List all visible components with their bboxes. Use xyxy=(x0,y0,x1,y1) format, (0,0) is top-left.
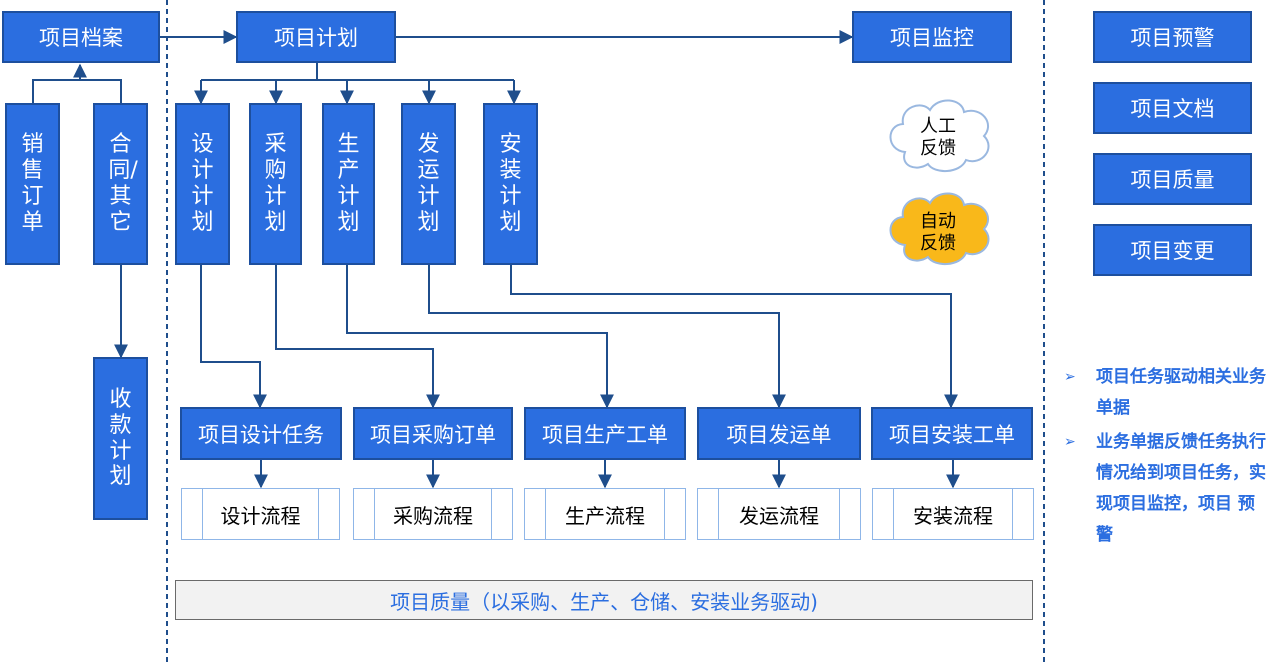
purchase-order-box[interactable]: 项目采购订单 xyxy=(353,407,513,460)
route-shipping xyxy=(428,265,786,409)
sidebar-item-quality[interactable]: 项目质量 xyxy=(1093,153,1252,205)
production-plan-box[interactable]: 生产计划 xyxy=(322,103,375,265)
contract-other-label: 合同/其它 xyxy=(108,132,138,235)
plan-distribution-line xyxy=(201,63,514,81)
purchase-flow-label: 采购流程 xyxy=(393,503,473,528)
sidebar-item-warning[interactable]: 项目预警 xyxy=(1093,11,1252,63)
collection-plan-label: 收款计划 xyxy=(109,386,132,490)
install-plan-label: 安装计划 xyxy=(499,132,522,235)
sidebar-item-change[interactable]: 项目变更 xyxy=(1093,224,1252,276)
install-flow-label: 安装流程 xyxy=(913,503,993,528)
collection-plan-box[interactable]: 收款计划 xyxy=(93,357,148,520)
purchase-flow-box[interactable]: 采购流程 xyxy=(353,488,513,540)
production-order-box[interactable]: 项目生产工单 xyxy=(524,407,686,460)
design-plan-box[interactable]: 设计计划 xyxy=(175,103,230,265)
project-monitor-box[interactable]: 项目监控 xyxy=(852,11,1012,63)
cloud-icon xyxy=(889,99,990,172)
bullet-text: 项目任务驱动相关业务单据 xyxy=(1096,367,1266,418)
project-quality-bar[interactable]: 项目质量（以采购、生产、仓储、安装业务驱动) xyxy=(175,580,1033,620)
purchase-plan-box[interactable]: 采购计划 xyxy=(249,103,302,265)
contract-other-box[interactable]: 合同/其它 xyxy=(93,103,148,265)
cloud-icon xyxy=(889,192,990,265)
design-flow-box[interactable]: 设计流程 xyxy=(181,488,340,540)
route-design xyxy=(200,265,267,409)
shipping-plan-box[interactable]: 发运计划 xyxy=(401,103,456,265)
purchase-plan-label: 采购计划 xyxy=(264,132,287,235)
sales-order-box[interactable]: 销售订单 xyxy=(5,103,60,265)
route-purchase xyxy=(275,265,440,409)
arrow-inputs-to-archive xyxy=(32,79,122,103)
install-plan-box[interactable]: 安装计划 xyxy=(483,103,538,265)
design-plan-label: 设计计划 xyxy=(191,132,214,235)
bullet-item: ➢ 项目任务驱动相关业务单据 xyxy=(1064,362,1269,424)
sales-order-label: 销售订单 xyxy=(21,132,44,235)
production-flow-label: 生产流程 xyxy=(565,503,645,528)
sidebar-item-documents[interactable]: 项目文档 xyxy=(1093,82,1252,134)
route-production xyxy=(346,265,614,409)
project-archive-box[interactable]: 项目档案 xyxy=(2,11,160,63)
production-flow-box[interactable]: 生产流程 xyxy=(524,488,686,540)
arrow-bullet-icon: ➢ xyxy=(1064,434,1076,450)
bullet-list: ➢ 项目任务驱动相关业务单据 ➢ 业务单据反馈任务执行情况给到项目任务，实现项目… xyxy=(1064,362,1269,551)
shipping-order-box[interactable]: 项目发运单 xyxy=(697,407,861,460)
bullet-item: ➢ 业务单据反馈任务执行情况给到项目任务，实现项目监控，项目 预警 xyxy=(1064,427,1269,551)
install-order-box[interactable]: 项目安装工单 xyxy=(871,407,1033,460)
design-task-box[interactable]: 项目设计任务 xyxy=(180,407,342,460)
route-install xyxy=(510,265,958,409)
arrow-bullet-icon: ➢ xyxy=(1064,369,1076,385)
bullet-text: 业务单据反馈任务执行情况给到项目任务，实现项目监控，项目 预警 xyxy=(1096,432,1266,545)
install-flow-box[interactable]: 安装流程 xyxy=(872,488,1034,540)
manual-feedback-label: 人工 反馈 xyxy=(920,116,956,159)
project-plan-box[interactable]: 项目计划 xyxy=(236,11,396,63)
auto-feedback-label: 自动 反馈 xyxy=(920,211,956,254)
shipping-flow-label: 发运流程 xyxy=(739,503,819,528)
shipping-plan-label: 发运计划 xyxy=(417,132,440,235)
design-flow-label: 设计流程 xyxy=(220,503,301,528)
shipping-flow-box[interactable]: 发运流程 xyxy=(697,488,861,540)
production-plan-label: 生产计划 xyxy=(337,132,360,235)
